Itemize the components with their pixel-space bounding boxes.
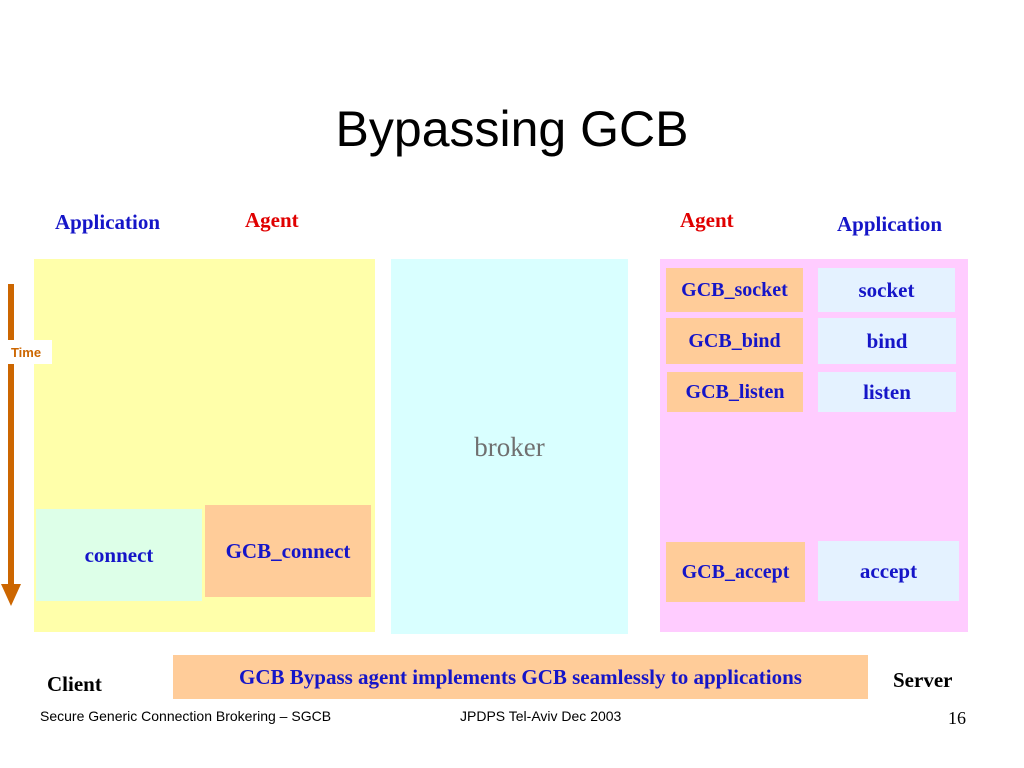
page-number: 16 [948, 708, 966, 728]
client-agent-label: Agent [245, 208, 299, 232]
socket-box: socket [818, 268, 955, 312]
accept-box: accept [818, 541, 959, 601]
gcb-bind-box: GCB_bind [666, 318, 803, 364]
caption-box: GCB Bypass agent implements GCB seamless… [173, 655, 868, 699]
server-label: Server [893, 668, 953, 692]
client-application-label: Application [55, 210, 161, 234]
gcb-socket-box: GCB_socket [666, 268, 803, 312]
time-arrow [1, 284, 21, 606]
server-application-label: Application [837, 212, 943, 236]
footer-center: JPDPS Tel-Aviv Dec 2003 [460, 708, 622, 724]
client-label: Client [47, 672, 102, 696]
server-agent-label: Agent [680, 208, 734, 232]
gcb-accept-box: GCB_accept [666, 542, 805, 602]
slide-title: Bypassing GCB [335, 101, 689, 157]
broker-label: broker [474, 432, 545, 462]
broker-region [391, 259, 628, 634]
gcb-listen-box: GCB_listen [667, 372, 803, 412]
gcb-connect-box: GCB_connect [205, 505, 371, 597]
bind-box: bind [818, 318, 956, 364]
time-label: Time [0, 340, 52, 364]
listen-box: listen [818, 372, 956, 412]
connect-box: connect [36, 509, 202, 601]
footer-left: Secure Generic Connection Brokering – SG… [40, 708, 332, 724]
